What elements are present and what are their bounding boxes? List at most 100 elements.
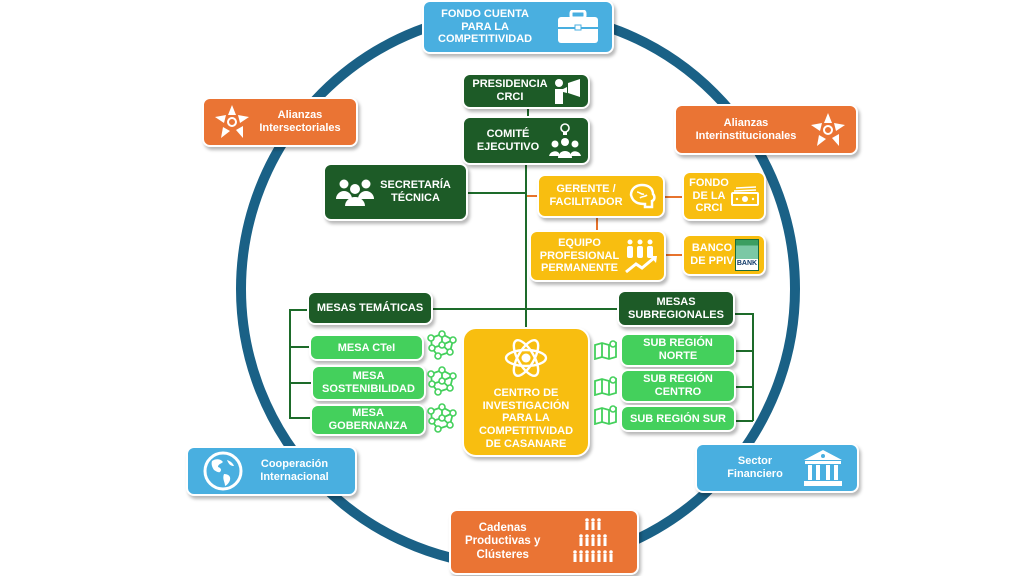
centro-investigacion-box[interactable]: CENTRO DE INVESTIGACIÓN PARA LA COMPETIT… — [462, 327, 590, 457]
mesa-gobernanza-box[interactable]: MESA GOBERNANZA — [310, 404, 426, 436]
equipo-profesional-label: EQUIPO PROFESIONAL PERMANENTE — [535, 237, 624, 275]
label-line: FONDO — [689, 177, 729, 190]
label-line: COMPETITIVIDAD — [438, 33, 533, 46]
connector-norte — [735, 350, 753, 352]
cadenas-productivas-box[interactable]: Cadenas Productivas y Clústeres — [449, 509, 639, 575]
mesa-sostenibilidad-box[interactable]: MESA SOSTENIBILIDAD — [311, 365, 426, 401]
sub-region-norte-box[interactable]: SUB REGIÓN NORTE — [620, 333, 736, 367]
map-pin-icon — [594, 405, 620, 425]
gerente-facilitador-label: GERENTE / FACILITADOR — [545, 183, 627, 208]
secretaria-tecnica-label: SECRETARÍA TÉCNICA — [375, 179, 456, 204]
label-line: SUB REGIÓN — [643, 337, 713, 350]
bank-icon-text: BANK — [736, 260, 758, 267]
cash-icon — [730, 186, 760, 206]
connector-ctei — [289, 346, 311, 348]
connector-subregionales-top — [734, 313, 754, 315]
growth-team-icon — [624, 238, 658, 274]
label-line: Sector — [737, 455, 773, 468]
label-line: EQUIPO — [558, 237, 601, 250]
network-icon — [426, 330, 458, 362]
bank-icon-image — [736, 240, 758, 259]
map-pin-icon — [594, 376, 620, 396]
bank-icon: BANK — [735, 239, 759, 271]
label-line: Productivas y — [465, 535, 541, 548]
label-line: DE PPIV — [690, 255, 734, 267]
label-line: Financiero — [727, 468, 783, 480]
connector-secretaria — [468, 192, 526, 194]
briefcase-icon — [556, 10, 600, 44]
people-pyramid-icon — [573, 518, 613, 566]
label-line: PARA LA — [502, 412, 550, 425]
banco-ppiv-label: BANCO DE PPIV — [689, 242, 735, 267]
label-line: SUBREGIONALES — [628, 308, 724, 321]
label-line: DE CASANARE — [485, 437, 567, 450]
presidencia-box[interactable]: PRESIDENCIA CRCI — [462, 73, 590, 109]
comite-ejecutivo-box[interactable]: COMITÉ EJECUTIVO — [462, 116, 590, 165]
connector-main-vertical — [525, 163, 527, 331]
label-line: Internacional — [260, 471, 329, 483]
banco-ppiv-box[interactable]: BANCO DE PPIV BANK — [682, 234, 766, 276]
connector-gobernanza — [289, 417, 313, 419]
label-line: SUB REGIÓN — [643, 373, 713, 386]
connector-mesas — [432, 308, 622, 310]
connector-sur — [735, 420, 753, 422]
sub-region-sur-box[interactable]: SUB REGIÓN SUR — [620, 405, 736, 432]
network-icon — [426, 366, 458, 398]
mesa-ctei-box[interactable]: MESA CTeI — [309, 334, 424, 361]
mesas-tematicas-label: MESAS TEMÁTICAS — [316, 302, 424, 314]
label-line: MESA — [352, 370, 385, 383]
sub-region-centro-box[interactable]: SUB REGIÓN CENTRO — [620, 369, 736, 403]
connector-fondo-crci — [665, 196, 683, 198]
equipo-profesional-box[interactable]: EQUIPO PROFESIONAL PERMANENTE — [529, 230, 666, 282]
label-line: Clústeres — [476, 548, 529, 561]
fondo-crci-box[interactable]: FONDO DE LA CRCI — [682, 171, 766, 221]
label-line: DE LA — [692, 189, 726, 202]
sector-financiero-box[interactable]: Sector Financiero — [695, 443, 859, 493]
label-line: FONDO CUENTA — [441, 8, 529, 21]
sub-region-centro-label: SUB REGIÓN CENTRO — [643, 373, 713, 398]
label-line: SOSTENIBILIDAD — [322, 383, 415, 395]
label-line: Intersectoriales — [259, 122, 341, 134]
hands-star-icon — [212, 102, 252, 142]
bank-building-icon — [803, 449, 843, 487]
mesa-ctei-label: MESA CTeI — [337, 341, 396, 354]
label-line: CENTRO — [654, 386, 702, 398]
connector-banco — [665, 254, 683, 256]
atom-icon — [503, 335, 549, 381]
cooperacion-internacional-label: Cooperación Internacional — [244, 458, 345, 483]
connector-sostenibilidad — [289, 382, 313, 384]
alianzas-interinstitucionales-label: Alianzas Interinstitucionales — [684, 117, 808, 142]
centro-investigacion-label: CENTRO DE INVESTIGACIÓN PARA LA COMPETIT… — [479, 387, 573, 450]
hands-star-icon — [808, 110, 848, 150]
sector-financiero-label: Sector Financiero — [707, 455, 803, 480]
gerente-facilitador-box[interactable]: GERENTE / FACILITADOR — [537, 174, 665, 218]
label-line: CRCI — [496, 91, 524, 103]
label-line: PERMANENTE — [540, 262, 618, 275]
label-line: Cooperación — [260, 458, 329, 471]
comite-ejecutivo-label: COMITÉ EJECUTIVO — [468, 128, 548, 153]
connector-gerente — [527, 195, 539, 197]
fondo-cuenta-box[interactable]: FONDO CUENTA PARA LA COMPETITIVIDAD — [422, 0, 614, 54]
mesas-subregionales-header[interactable]: MESAS SUBREGIONALES — [617, 290, 735, 327]
mesas-tematicas-header[interactable]: MESAS TEMÁTICAS — [307, 291, 433, 325]
map-pin-icon — [594, 340, 620, 360]
team-icon — [335, 177, 375, 207]
connector-subregionales-bracket — [752, 313, 754, 421]
alianzas-intersectoriales-box[interactable]: Alianzas Intersectoriales — [202, 97, 358, 147]
label-line: CRCI — [695, 202, 723, 215]
label-line: Interinstitucionales — [695, 129, 797, 142]
mesa-gobernanza-label: MESA GOBERNANZA — [329, 407, 408, 432]
connector-centro — [735, 386, 753, 388]
connector-tematicas-top — [289, 309, 309, 311]
secretaria-tecnica-box[interactable]: SECRETARÍA TÉCNICA — [323, 163, 468, 221]
label-line: PARA LA — [461, 20, 509, 33]
label-line: NORTE — [658, 350, 698, 362]
sub-region-sur-label: SUB REGIÓN SUR — [630, 412, 726, 425]
label-line: GOBERNANZA — [328, 420, 408, 432]
globe-icon — [202, 450, 244, 492]
idea-team-icon — [548, 122, 582, 160]
label-line: MESAS — [656, 295, 696, 308]
alianzas-interinstitucionales-box[interactable]: Alianzas Interinstitucionales — [674, 104, 858, 155]
label-line: TÉCNICA — [391, 192, 440, 204]
cooperacion-internacional-box[interactable]: Cooperación Internacional — [186, 446, 357, 496]
